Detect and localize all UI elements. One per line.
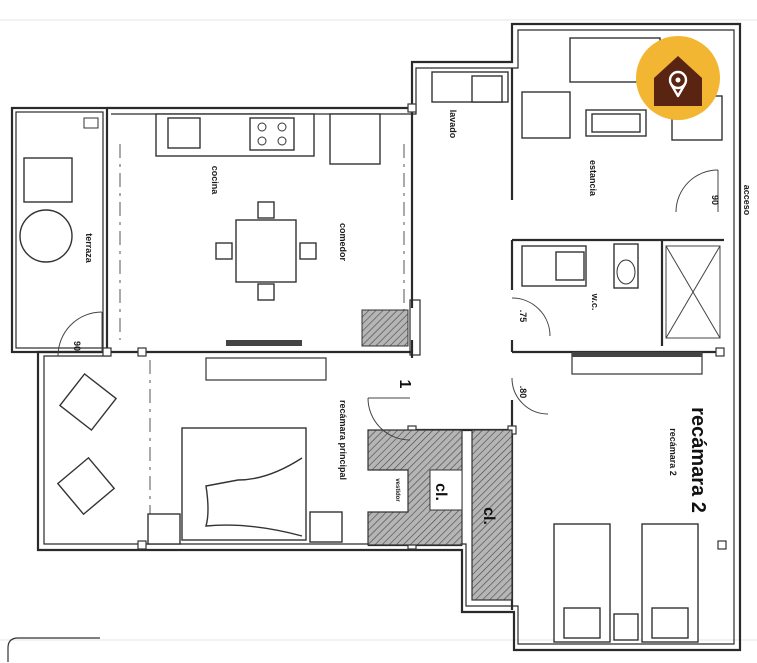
door-label-75: .75 <box>518 310 528 323</box>
frame-corner <box>7 637 100 662</box>
door-label-terraza-90: 90 <box>72 341 82 351</box>
master-bed <box>147 427 343 545</box>
label-estancia: estancia <box>588 160 598 197</box>
dining-set <box>215 201 317 301</box>
label-vestidor: vestidor <box>394 478 400 502</box>
label-closet-2: cl. <box>480 507 497 525</box>
estancia-furniture <box>521 37 723 141</box>
twin-beds <box>553 523 699 643</box>
label-comedor: comedor <box>338 223 348 262</box>
room-labels: terraza cocina comedor lavado estancia a… <box>84 110 752 525</box>
label-lavado: lavado <box>448 110 458 139</box>
door-label-1: 1 <box>396 380 413 389</box>
armchairs <box>56 372 118 516</box>
label-recamara-2-small: recámara 2 <box>668 428 678 476</box>
door-label-acceso-90: 90 <box>710 195 720 205</box>
label-closet-1: cl. <box>432 483 449 501</box>
wc-fixtures <box>521 243 721 339</box>
outer-walls <box>10 22 742 652</box>
label-acceso: acceso <box>742 185 752 216</box>
closet-hatch <box>361 309 513 601</box>
door-swings <box>57 169 719 441</box>
house-location-pin-icon[interactable] <box>636 36 720 120</box>
door-labels: 90 90 .75 .80 1 <box>72 195 720 398</box>
windows <box>205 340 703 381</box>
kitchen-counter <box>155 113 381 165</box>
centerlines <box>119 144 405 540</box>
label-cocina: cocina <box>210 166 220 196</box>
label-recamara-principal: recámara principal <box>338 400 348 480</box>
label-terraza: terraza <box>84 233 94 264</box>
terraza-furniture <box>19 117 99 263</box>
lavado-fixtures <box>431 71 509 103</box>
label-recamara-2: recámara 2 <box>687 407 709 513</box>
label-wc: w.c. <box>590 293 600 311</box>
door-label-80: .80 <box>518 386 528 399</box>
